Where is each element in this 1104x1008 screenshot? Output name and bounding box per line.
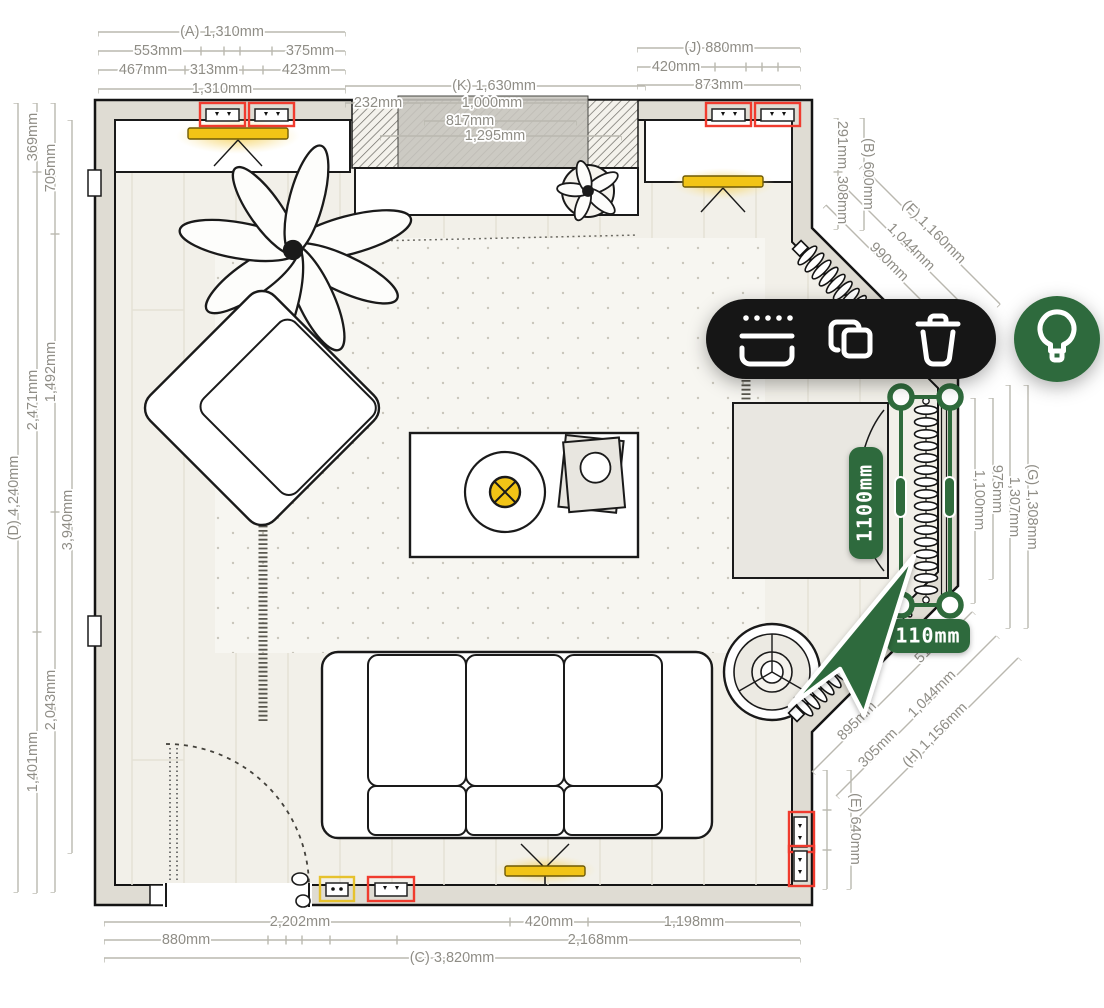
toolbar-button-delete[interactable]	[915, 313, 961, 367]
socket-top-left-2[interactable]	[247, 101, 296, 128]
dim-label: 1,310mm	[192, 81, 252, 97]
dim-label: 817mm	[446, 113, 494, 129]
dim-label: 308mm	[834, 176, 850, 224]
dim-label: 2,202mm	[270, 914, 330, 930]
dim-label: 313mm	[190, 62, 238, 78]
dim-label: 420mm	[652, 59, 700, 75]
dim-label: 1,401mm	[25, 732, 41, 792]
dim-label: 2,168mm	[568, 932, 628, 948]
socket-bottom-red[interactable]	[366, 875, 416, 903]
selection-label-width: 110mm	[886, 619, 970, 653]
duplicate-icon	[828, 319, 862, 353]
sofa[interactable]	[320, 650, 714, 840]
selection-handle-right[interactable]	[943, 476, 956, 518]
wall-joint	[87, 169, 102, 197]
dimension-lines	[18, 31, 1029, 958]
wall-light-bottom[interactable]	[493, 843, 597, 885]
toolbar	[706, 299, 996, 379]
dim-label: 423mm	[282, 62, 330, 78]
door[interactable]	[163, 743, 312, 908]
trash-icon	[920, 329, 956, 367]
socket-top-left-1[interactable]	[198, 101, 247, 128]
dim-label: 975mm	[989, 465, 1005, 513]
radiator-icon	[739, 345, 795, 367]
dim-label: 467mm	[119, 62, 167, 78]
svg-text:110mm: 110mm	[895, 624, 960, 648]
selection-handle-top-left[interactable]	[887, 383, 915, 411]
dim-label: 1,307mm	[1006, 477, 1022, 537]
dim-label: (K) 1,630mm	[452, 78, 536, 94]
dim-label: 1,492mm	[43, 342, 59, 402]
radiator-selected[interactable]	[913, 397, 948, 606]
dim-label: 705mm	[43, 144, 59, 192]
dim-label: 305mm	[855, 725, 901, 771]
coffee-table[interactable]	[408, 431, 640, 559]
dim-label: 420mm	[525, 914, 573, 930]
selection-handle-top-right[interactable]	[936, 383, 964, 411]
svg-text:1100mm: 1100mm	[853, 464, 877, 542]
dim-label: (G) 1,308mm	[1024, 464, 1040, 549]
dim-label: (B) 600mm	[860, 138, 876, 210]
dim-label: 369mm	[25, 113, 41, 161]
dim-label: (A) 1,310mm	[180, 24, 264, 40]
door-swing-arc	[165, 743, 310, 888]
dim-label: 232mm	[354, 95, 402, 111]
toolbar-button-radiator[interactable]	[739, 315, 795, 367]
socket-top-right-1[interactable]	[704, 101, 753, 128]
dim-label: 1,295mm	[465, 128, 525, 144]
dim-label: 3,940mm	[60, 490, 76, 550]
dim-label: 873mm	[695, 77, 743, 93]
dim-label: 375mm	[286, 43, 334, 59]
wall-light-top-right[interactable]	[671, 168, 775, 213]
dim-label: (E) 640mm	[847, 793, 863, 865]
dim-label: 880mm	[162, 932, 210, 948]
socket-right-wall-2[interactable]	[787, 844, 816, 888]
dim-label: 2,043mm	[43, 670, 59, 730]
dim-label: (C) 3,820mm	[410, 950, 495, 966]
socket-bottom-yellow[interactable]	[318, 875, 356, 903]
plant[interactable]	[177, 141, 416, 368]
suggestion-button[interactable]	[1014, 296, 1100, 382]
dim-label: (J) 880mm	[684, 40, 753, 56]
socket-top-right-2[interactable]	[753, 101, 802, 128]
wall-joint	[87, 615, 102, 647]
dim-label: 1,100mm	[971, 470, 987, 530]
selection-label-height: 1100mm	[849, 447, 883, 559]
sideboard-plant[interactable]	[556, 159, 621, 222]
dim-label: 1,198mm	[664, 914, 724, 930]
armchair[interactable]	[138, 284, 387, 533]
toolbar-button-duplicate[interactable]	[828, 319, 873, 359]
dim-label: 553mm	[134, 43, 182, 59]
cursor-arrow	[787, 553, 917, 718]
dim-label: 2,471mm	[25, 370, 41, 430]
dim-label: 1,000mm	[462, 95, 522, 111]
selection-handle-bottom-right[interactable]	[936, 591, 964, 619]
lightbulb-icon	[1037, 309, 1077, 363]
dim-label: 291mm	[834, 121, 850, 169]
dim-label: (D) 4,240mm	[6, 456, 22, 541]
selection-handle-left[interactable]	[894, 476, 907, 518]
magazines	[557, 433, 627, 514]
